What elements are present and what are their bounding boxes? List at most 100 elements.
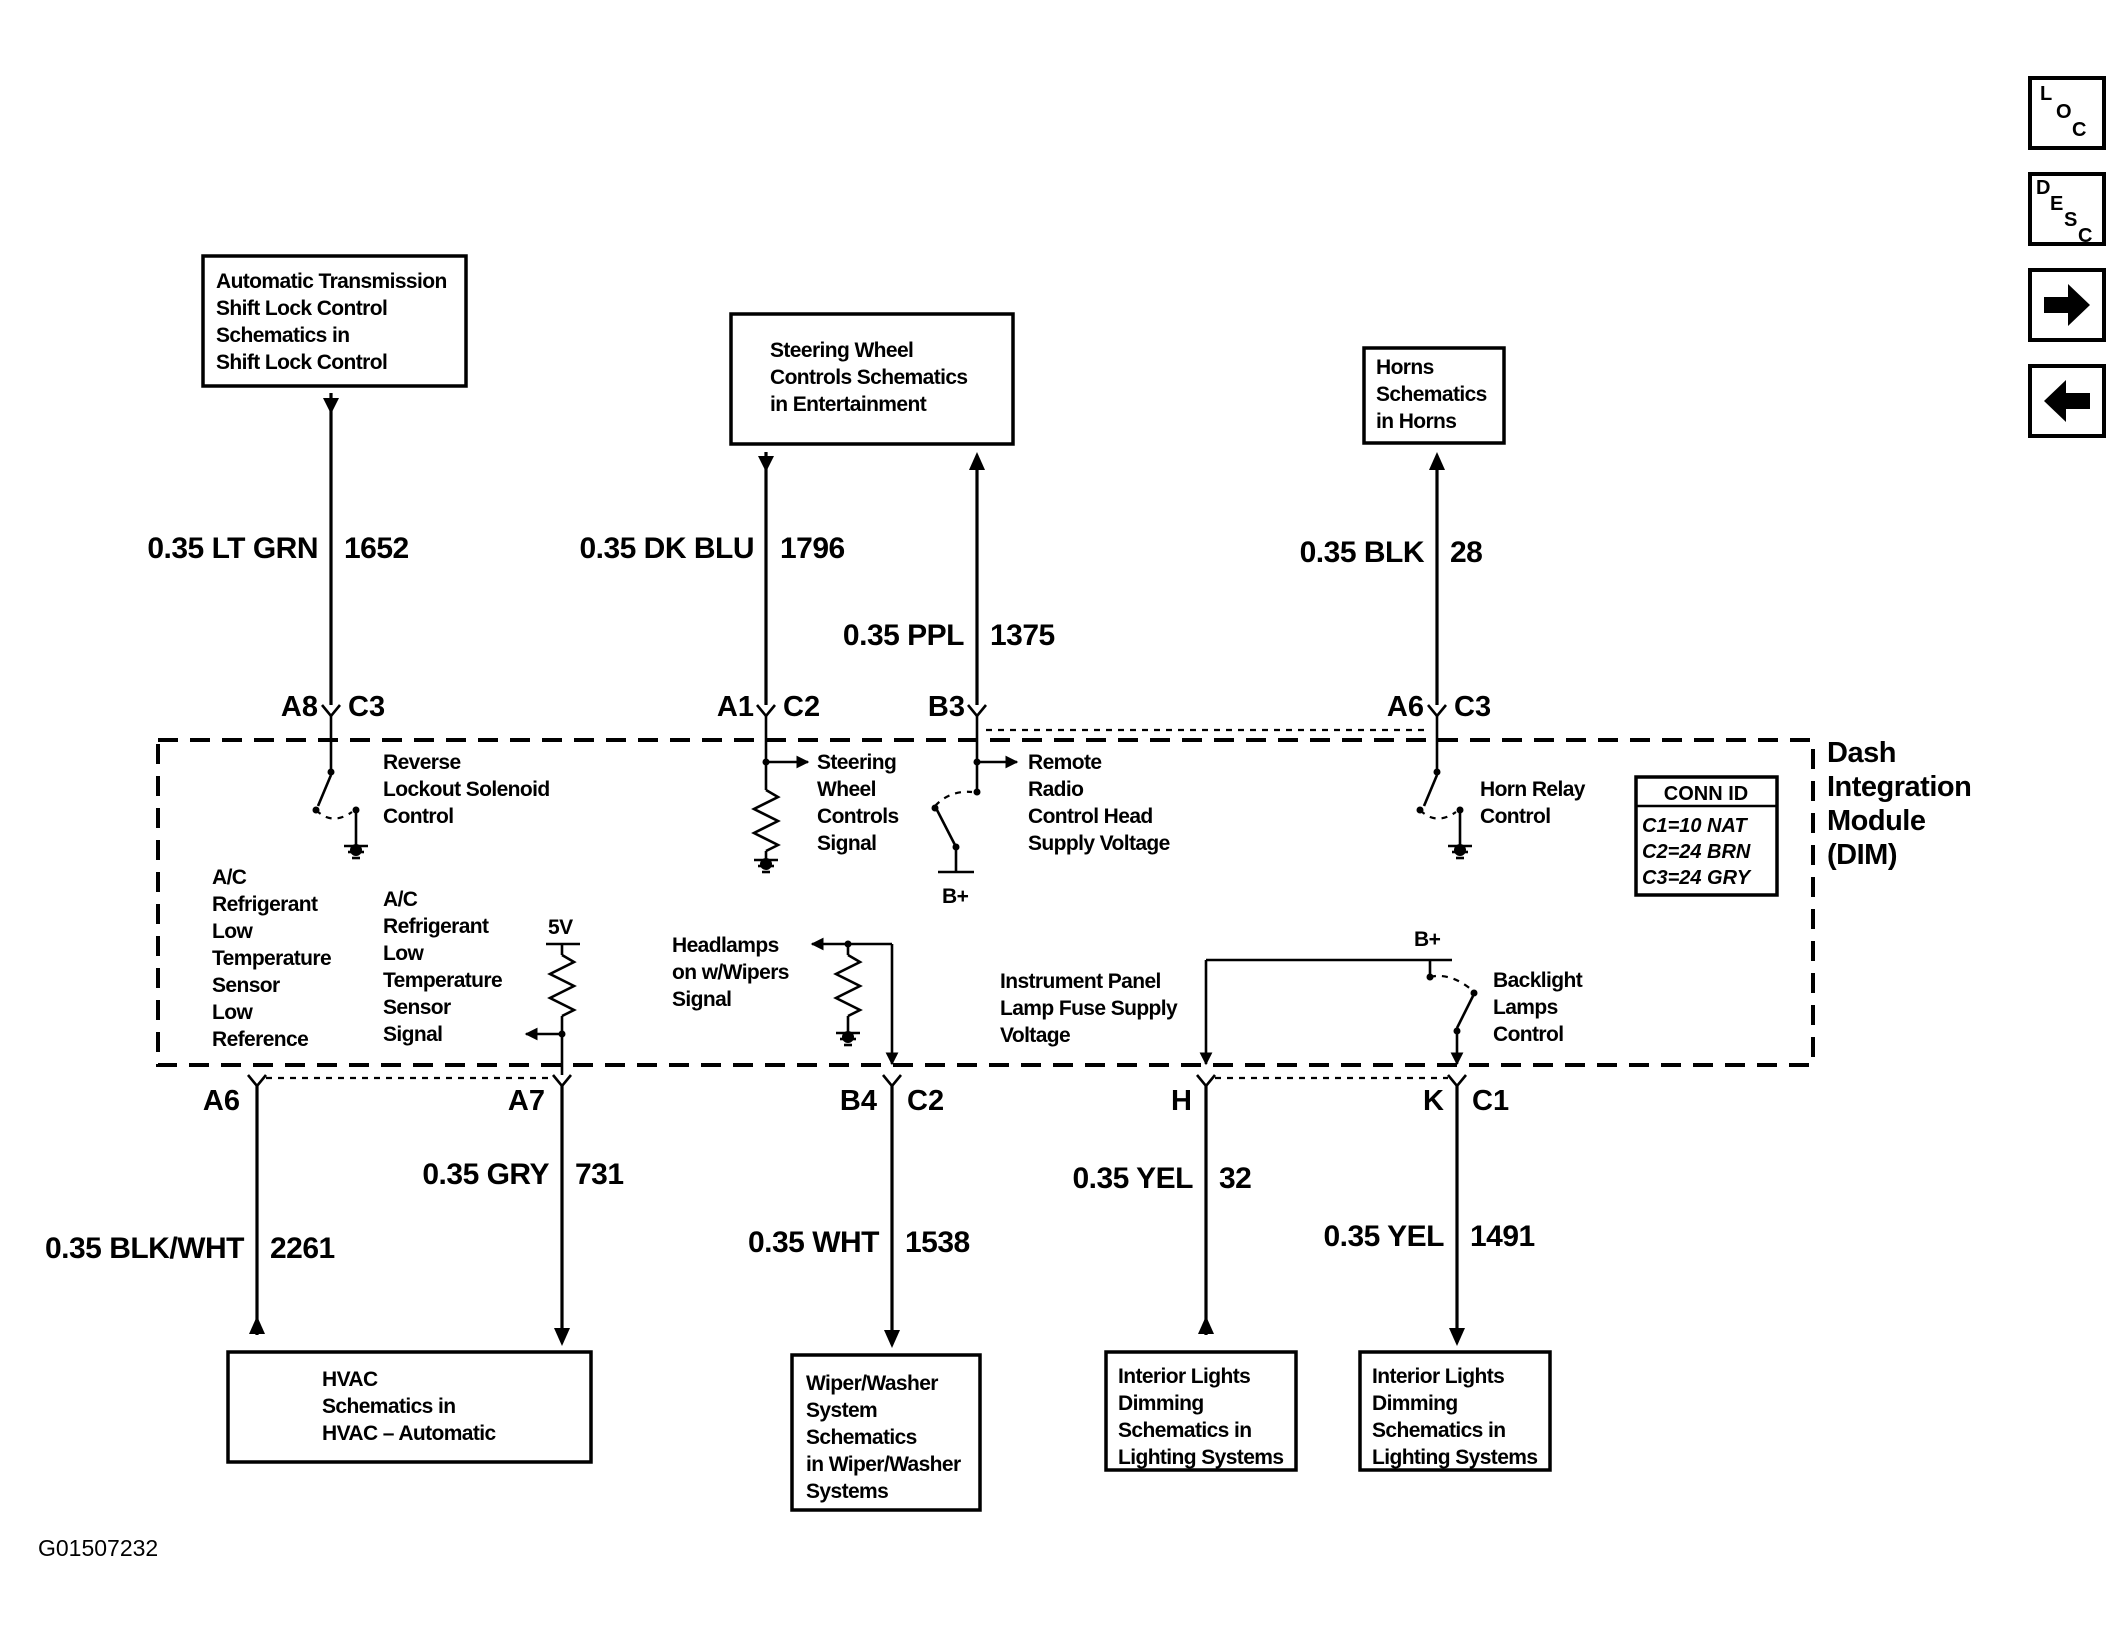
svg-text:L: L (2040, 83, 2052, 105)
reverse-lockout-switch (312, 750, 368, 860)
label-headlamps-wipers: Headlamps on w/Wipers Signal (672, 934, 789, 1011)
label-backlight: Backlight Lamps Control (1493, 969, 1583, 1046)
svg-text:1652: 1652 (344, 532, 409, 565)
wire-1538 (881, 1074, 903, 1348)
svg-text:(DIM): (DIM) (1827, 839, 1897, 871)
ground-icon (836, 1031, 860, 1047)
svg-text:Schematics in: Schematics in (322, 1395, 455, 1418)
svg-text:C3=24 GRY: C3=24 GRY (1642, 867, 1752, 889)
prev-page-button[interactable] (2028, 364, 2106, 438)
svg-text:0.35 YEL: 0.35 YEL (1323, 1220, 1444, 1253)
svg-text:Signal: Signal (817, 832, 876, 855)
box-interior-lights-1: Interior Lights Dimming Schematics in Li… (1104, 1350, 1298, 1472)
svg-text:Lamp Fuse Supply: Lamp Fuse Supply (1000, 997, 1178, 1020)
svg-text:System: System (806, 1399, 877, 1422)
svg-text:Refrigerant: Refrigerant (212, 893, 318, 916)
svg-text:HVAC – Automatic: HVAC – Automatic (322, 1422, 497, 1445)
svg-text:Automatic Transmission: Automatic Transmission (216, 270, 447, 293)
wire-1796 (755, 452, 777, 750)
wire-label-1491: 0.35 YEL 1491 (1323, 1220, 1535, 1253)
label-reverse-lockout: Reverse Lockout Solenoid Control (383, 751, 550, 828)
svg-text:Remote: Remote (1028, 751, 1101, 774)
svg-text:C3: C3 (1454, 691, 1491, 723)
label-ac-signal: A/C Refrigerant Low Temperature Sensor S… (383, 888, 503, 1046)
svg-text:0.35 LT GRN: 0.35 LT GRN (147, 532, 318, 565)
box-shift-lock: Automatic Transmission Shift Lock Contro… (201, 254, 468, 388)
svg-text:C2=24 BRN: C2=24 BRN (1642, 841, 1751, 863)
wire-label-1652: 0.35 LT GRN 1652 (147, 532, 409, 565)
svg-text:Signal: Signal (672, 988, 731, 1011)
ac-sensor-circuit: 5V (524, 916, 580, 1075)
loc-button[interactable]: L O C (2028, 76, 2106, 150)
svg-text:B+: B+ (942, 885, 969, 908)
svg-text:B4: B4 (840, 1085, 877, 1117)
svg-text:Radio: Radio (1028, 778, 1083, 801)
svg-text:Steering: Steering (817, 751, 896, 774)
ground-icon (1448, 844, 1472, 860)
svg-text:C2: C2 (783, 691, 820, 723)
svg-text:Low: Low (212, 920, 253, 943)
svg-text:Dimming: Dimming (1118, 1392, 1204, 1415)
svg-text:0.35 DK BLU: 0.35 DK BLU (579, 532, 754, 565)
svg-text:Schematics in: Schematics in (216, 324, 349, 347)
svg-text:B+: B+ (1414, 928, 1441, 951)
svg-text:Shift Lock Control: Shift Lock Control (216, 297, 387, 320)
svg-text:Schematics: Schematics (1376, 383, 1487, 406)
svg-text:Module: Module (1827, 805, 1926, 837)
next-page-button[interactable] (2028, 268, 2106, 342)
remote-radio-circuit: B+ (931, 750, 1019, 908)
svg-text:C: C (2072, 119, 2086, 141)
svg-text:Instrument Panel: Instrument Panel (1000, 970, 1161, 993)
svg-text:Control: Control (1480, 805, 1550, 828)
svg-text:Wiper/Washer: Wiper/Washer (806, 1372, 938, 1395)
svg-text:C: C (2078, 225, 2092, 247)
box-steering-wheel: Steering Wheel Controls Schematics in En… (729, 312, 1015, 446)
svg-text:A7: A7 (508, 1085, 545, 1117)
svg-text:B3: B3 (928, 691, 965, 723)
svg-text:0.35 PPL: 0.35 PPL (843, 619, 964, 652)
wire-label-28: 0.35 BLK 28 (1300, 536, 1483, 569)
svg-text:A8: A8 (281, 691, 318, 723)
svg-text:Supply Voltage: Supply Voltage (1028, 832, 1170, 855)
svg-text:0.35 BLK: 0.35 BLK (1300, 536, 1425, 569)
desc-button[interactable]: D E S C (2028, 172, 2106, 247)
svg-text:Dimming: Dimming (1372, 1392, 1458, 1415)
svg-text:A1: A1 (717, 691, 754, 723)
svg-text:2261: 2261 (270, 1232, 335, 1265)
svg-text:in Horns: in Horns (1376, 410, 1456, 433)
arrow-right-icon (2044, 284, 2090, 326)
wire-731 (551, 1074, 573, 1346)
svg-text:Controls Schematics: Controls Schematics (770, 366, 968, 389)
pin-labels: A8 C3 A1 C2 B3 A6 C3 A6 A7 B4 C2 H K C1 (203, 691, 1509, 1117)
wire-1652 (320, 393, 342, 750)
svg-text:0.35 YEL: 0.35 YEL (1072, 1162, 1193, 1195)
svg-text:Wheel: Wheel (817, 778, 876, 801)
svg-text:A6: A6 (1387, 691, 1424, 723)
svg-text:1538: 1538 (905, 1226, 970, 1259)
wire-label-1796: 0.35 DK BLU 1796 (579, 532, 845, 565)
svg-text:on w/Wipers: on w/Wipers (672, 961, 789, 984)
svg-text:S: S (2064, 209, 2077, 231)
box-interior-lights-2: Interior Lights Dimming Schematics in Li… (1358, 1350, 1552, 1472)
svg-text:C1: C1 (1472, 1085, 1509, 1117)
svg-text:Reference: Reference (212, 1028, 308, 1051)
wire-label-32: 0.35 YEL 32 (1072, 1162, 1251, 1195)
svg-text:Backlight: Backlight (1493, 969, 1583, 992)
svg-text:Lighting Systems: Lighting Systems (1118, 1446, 1283, 1469)
svg-text:Steering Wheel: Steering Wheel (770, 339, 913, 362)
svg-text:Signal: Signal (383, 1023, 442, 1046)
arrow-left-icon (2044, 380, 2090, 422)
wire-28 (1426, 452, 1448, 750)
wire-32 (1195, 1074, 1217, 1335)
svg-text:O: O (2056, 101, 2072, 123)
svg-text:Control Head: Control Head (1028, 805, 1153, 828)
svg-text:Dash: Dash (1827, 737, 1896, 769)
svg-text:Integration: Integration (1827, 771, 1971, 803)
horn-relay-switch (1416, 750, 1472, 860)
svg-text:H: H (1171, 1085, 1192, 1117)
svg-text:28: 28 (1450, 536, 1482, 569)
label-ac-low-reference: A/C Refrigerant Low Temperature Sensor L… (212, 866, 332, 1051)
svg-text:Interior Lights: Interior Lights (1118, 1365, 1250, 1388)
svg-text:Headlamps: Headlamps (672, 934, 779, 957)
